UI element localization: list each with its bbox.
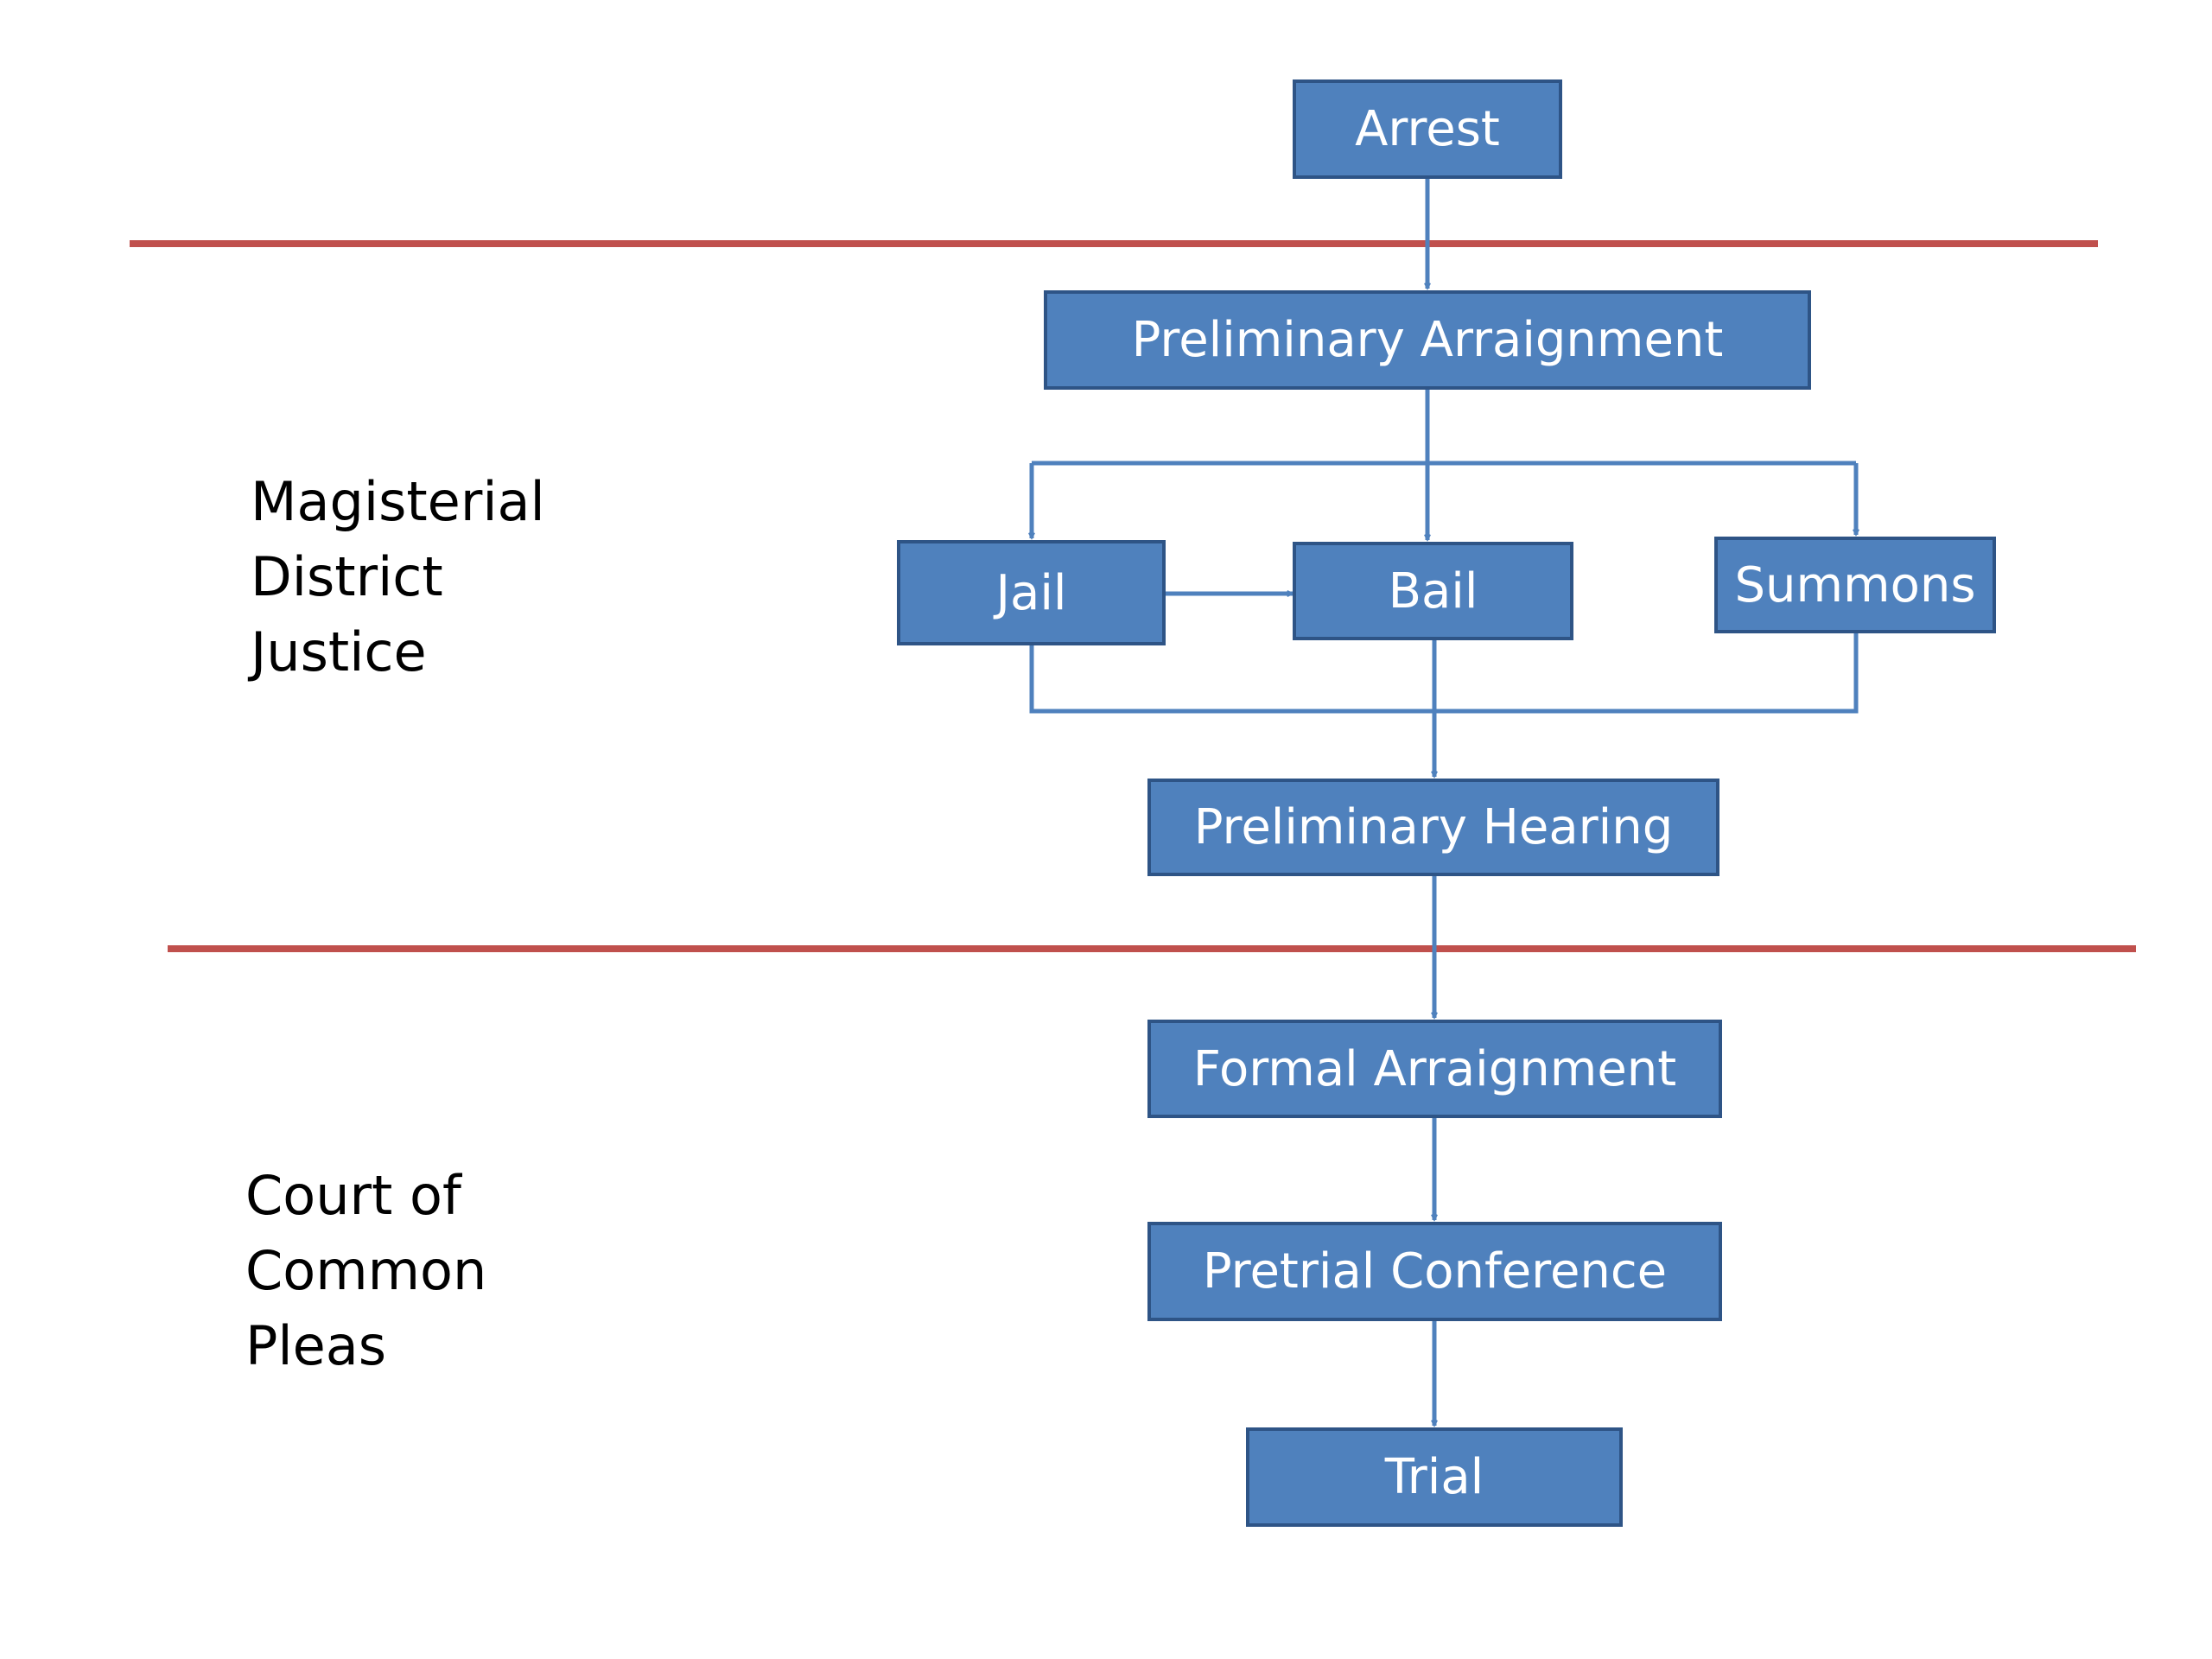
- section-label-common-pleas: Court of Common Pleas: [245, 1158, 486, 1383]
- section-label-line: Justice: [251, 620, 427, 683]
- section-label-line: Pleas: [245, 1314, 387, 1377]
- node-summons: Summons: [1714, 537, 1996, 633]
- node-formal-arraignment: Formal Arraignment: [1147, 1020, 1722, 1118]
- node-arrest: Arrest: [1293, 79, 1562, 179]
- edge-jail-collector: [1029, 633, 1859, 714]
- node-trial: Trial: [1246, 1427, 1623, 1527]
- section-label-magisterial: Magisterial District Justice: [251, 464, 545, 690]
- node-preliminary-arraignment: Preliminary Arraignment: [1044, 290, 1811, 390]
- section-label-line: Common: [245, 1239, 487, 1302]
- section-label-line: Court of: [245, 1164, 461, 1227]
- node-bail: Bail: [1293, 542, 1573, 640]
- node-pretrial-conference: Pretrial Conference: [1147, 1222, 1722, 1321]
- node-jail: Jail: [897, 540, 1166, 645]
- section-label-line: District: [251, 545, 443, 608]
- section-label-line: Magisterial: [251, 470, 545, 533]
- node-preliminary-hearing: Preliminary Hearing: [1147, 779, 1719, 876]
